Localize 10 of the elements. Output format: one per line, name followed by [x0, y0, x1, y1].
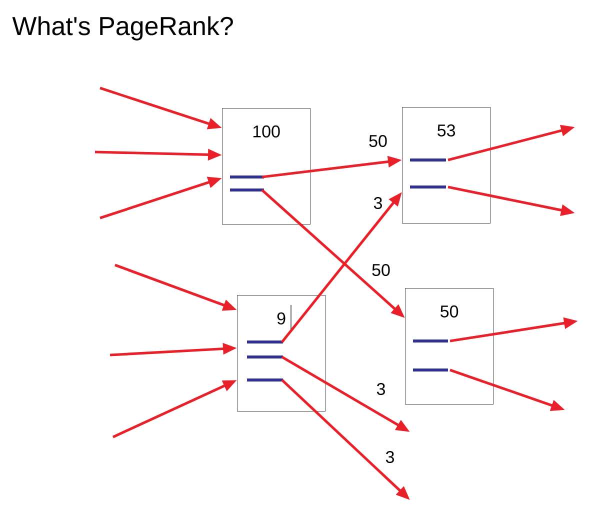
number-box: 100 — [222, 108, 311, 225]
edge-label: 50 — [368, 134, 388, 148]
edge-label: 3 — [375, 382, 387, 396]
edge-label: 50 — [370, 263, 392, 278]
title: What's PageRank? — [12, 16, 233, 40]
number-box: 50 — [405, 288, 494, 405]
number-box: 53 — [402, 107, 491, 224]
number-box: 9 — [237, 295, 326, 412]
edge-label: 3 — [372, 196, 384, 210]
edge-label: 3 — [384, 450, 396, 464]
